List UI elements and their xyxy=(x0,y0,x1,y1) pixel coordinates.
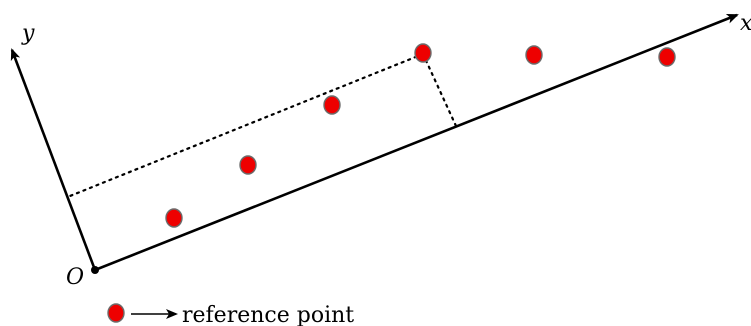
reference-point xyxy=(165,208,183,228)
reference-point xyxy=(323,95,341,115)
reference-point xyxy=(239,155,257,175)
reference-points xyxy=(165,43,676,228)
origin-point xyxy=(91,266,99,274)
legend: reference point xyxy=(107,303,354,326)
x-axis-label: x xyxy=(740,11,751,36)
projection-line-to-y-axis xyxy=(68,52,425,198)
x-axis-line xyxy=(94,13,739,272)
reference-point xyxy=(414,43,432,63)
legend-text: reference point xyxy=(182,303,354,326)
legend-point-icon xyxy=(107,303,125,323)
origin-label: O xyxy=(66,265,84,290)
y-axis-label: y xyxy=(21,21,35,46)
y-axis-line xyxy=(10,48,97,271)
reference-point xyxy=(658,47,676,67)
reference-point xyxy=(525,45,543,65)
projection-line-to-x-axis xyxy=(421,52,458,128)
